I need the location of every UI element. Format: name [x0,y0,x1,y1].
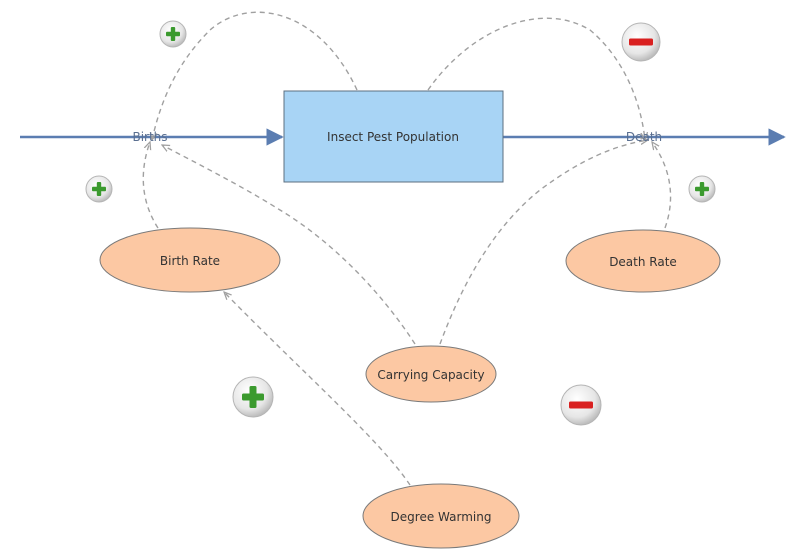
plus-icon[interactable] [688,175,716,203]
stock-label: Insect Pest Population [327,130,459,144]
death-rate-label: Death Rate [609,255,677,269]
births-flow-label: Births [132,130,167,144]
death-flow-label: Death [626,130,662,144]
birth-rate-variable[interactable]: Birth Rate [99,227,281,293]
plus-icon[interactable] [159,20,187,48]
plus-icon[interactable] [232,376,274,418]
link-birthrate-to-births[interactable] [142,142,159,229]
link-capacity-to-death[interactable] [439,140,648,345]
plus-icon[interactable] [85,175,113,203]
link-warming-to-birthrate[interactable] [224,292,411,486]
link-population-to-death[interactable] [427,17,645,140]
carrying-capacity-variable[interactable]: Carrying Capacity [365,345,497,403]
minus-icon[interactable] [560,384,602,426]
insect-pest-population-stock[interactable]: Insect Pest Population [283,90,504,183]
death-rate-variable[interactable]: Death Rate [565,229,721,293]
birth-rate-label: Birth Rate [160,254,220,268]
link-deathrate-to-death[interactable] [652,142,672,229]
link-population-to-births[interactable] [152,11,358,140]
degree-warming-variable[interactable]: Degree Warming [362,483,520,549]
degree-warming-label: Degree Warming [391,510,492,524]
link-capacity-to-births[interactable] [162,145,416,345]
carrying-capacity-label: Carrying Capacity [377,368,484,382]
minus-icon[interactable] [621,22,661,62]
